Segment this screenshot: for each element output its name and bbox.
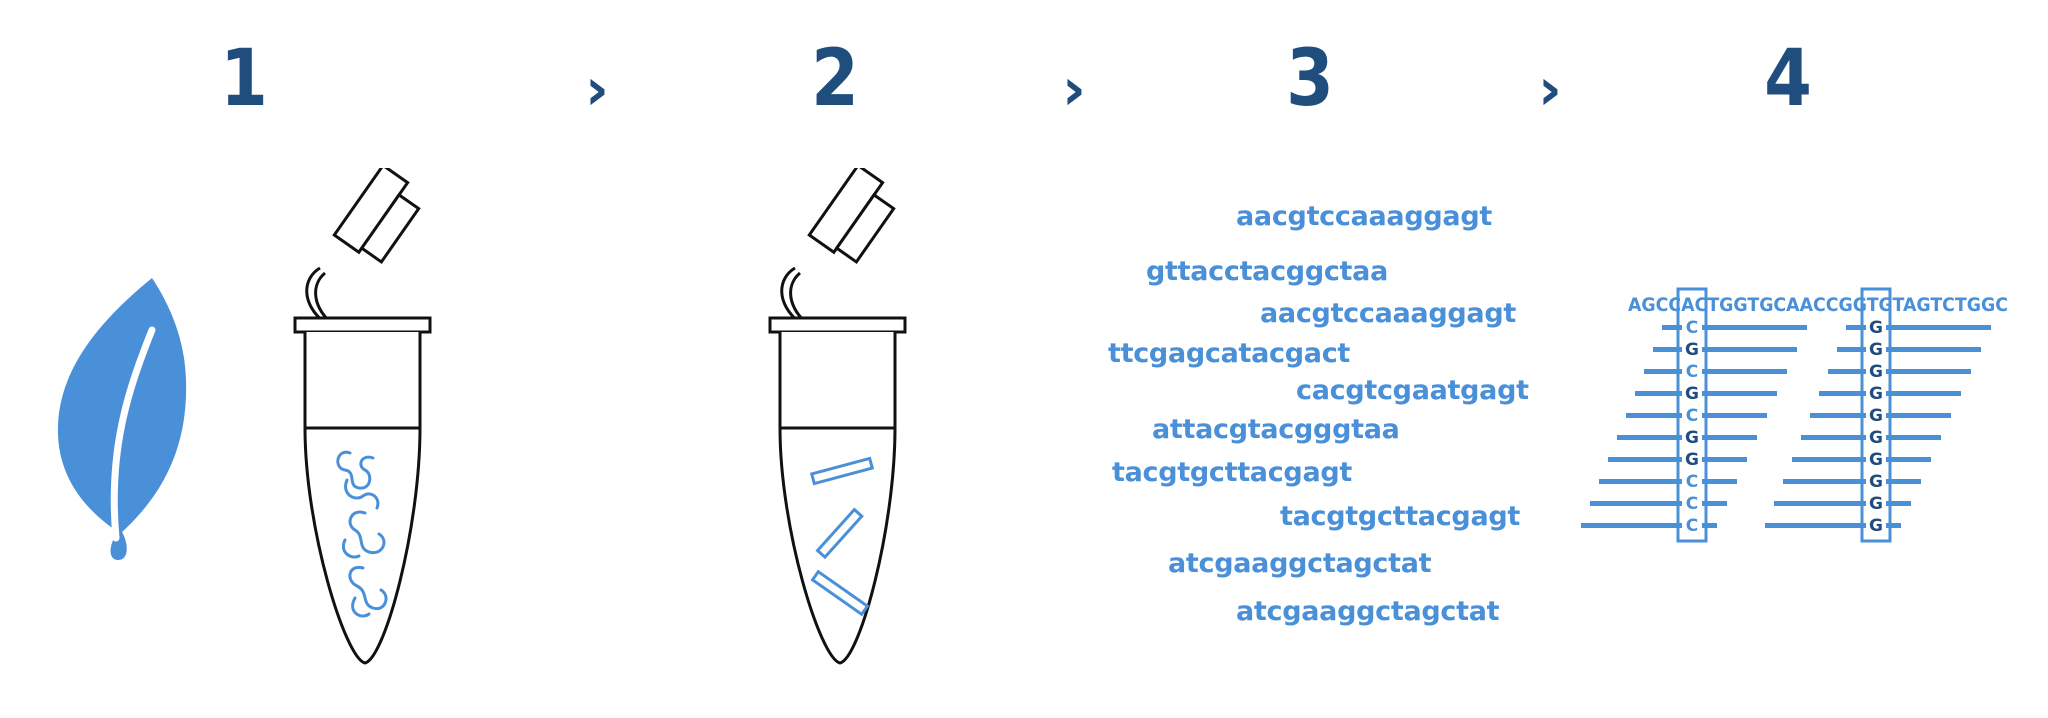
leaf-icon (57, 278, 187, 560)
arrow-2-to-3: › (1062, 55, 1086, 123)
left-read-bar (1599, 479, 1737, 484)
sequence-read: gttacctacggctaa (1146, 256, 1389, 287)
read-alignment-graphic: AGCCACTGGTGCAACCGGTGTAGTCTGGC CGCGCGGCCC… (1581, 287, 2008, 543)
left-read-bar (1581, 523, 1717, 528)
right-read-bar (1765, 523, 1901, 528)
arrow-1-to-2: › (585, 55, 609, 123)
tube-with-fragments-icon (768, 168, 907, 665)
sequence-read: atcgaaggctagctat (1236, 596, 1500, 627)
consensus-sequence: AGCCACTGGTGCAACCGGTGTAGTCTGGC (1628, 294, 2008, 316)
left-base-letter: C (1686, 494, 1698, 514)
right-base-letter: G (1869, 318, 1883, 338)
sequence-read: attacgtacgggtaa (1152, 414, 1400, 445)
left-read-bar (1662, 325, 1807, 330)
left-read-bar (1653, 347, 1797, 352)
right-base-letter: G (1869, 472, 1883, 492)
right-read-bar (1828, 369, 1971, 374)
left-base-letter: C (1686, 406, 1698, 426)
left-read-bar (1590, 501, 1727, 506)
column-highlight-right (1860, 287, 1892, 543)
sequence-read: tacgtgcttacgagt (1112, 457, 1353, 488)
left-base-letter: C (1686, 362, 1698, 382)
tube-with-dna-icon (293, 168, 432, 665)
right-read-bar (1846, 325, 1991, 330)
sequence-read: aacgtccaaaggagt (1236, 201, 1492, 232)
column-highlight-left (1676, 287, 1708, 543)
left-base-letter: C (1686, 318, 1698, 338)
right-base-letter: G (1869, 428, 1883, 448)
sequence-read: aacgtccaaaggagt (1260, 298, 1516, 329)
step-number-1: 1 (220, 34, 268, 124)
sequence-read: cacgtcgaatgagt (1296, 375, 1529, 406)
right-base-letter: G (1869, 516, 1883, 536)
step-number-2: 2 (811, 34, 859, 124)
left-base-letter: G (1685, 450, 1699, 470)
arrow-3-to-4: › (1538, 55, 1562, 123)
right-base-letter: G (1869, 362, 1883, 382)
left-base-letter: C (1686, 472, 1698, 492)
right-base-letter: G (1869, 384, 1883, 404)
right-read-bar (1783, 479, 1921, 484)
left-base-letter: C (1686, 516, 1698, 536)
sequence-read: ttcgagcatacgact (1108, 338, 1351, 369)
left-base-letter: G (1685, 428, 1699, 448)
left-base-letter: G (1685, 384, 1699, 404)
sequence-read: atcgaaggctagctat (1168, 548, 1432, 579)
step-number-4: 4 (1764, 34, 1812, 124)
right-base-letter: G (1869, 494, 1883, 514)
right-base-letter: G (1869, 406, 1883, 426)
right-base-letter: G (1869, 450, 1883, 470)
step-number-3: 3 (1286, 34, 1334, 124)
right-read-bar (1837, 347, 1981, 352)
left-read-bar (1644, 369, 1787, 374)
right-base-letter: G (1869, 340, 1883, 360)
sequence-read: tacgtgcttacgagt (1280, 501, 1521, 532)
right-read-bar (1774, 501, 1911, 506)
left-base-letter: G (1685, 340, 1699, 360)
